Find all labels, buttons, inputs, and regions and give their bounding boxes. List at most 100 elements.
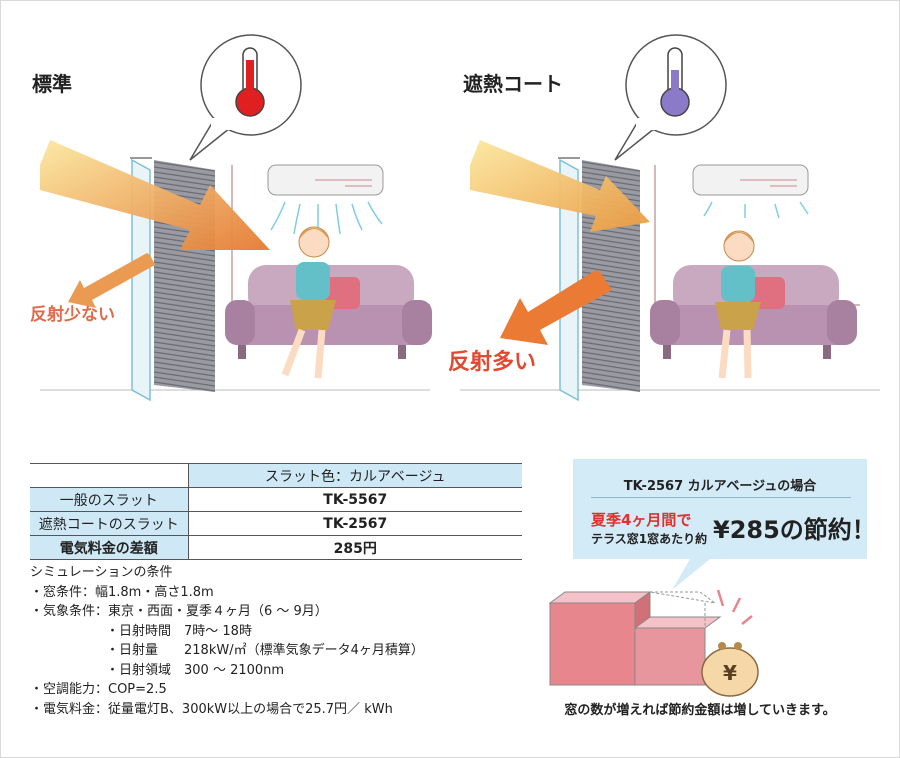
slat-line xyxy=(153,161,216,172)
slat-line xyxy=(581,316,641,327)
slat-line xyxy=(581,311,641,322)
row-label: 一般のスラット xyxy=(30,487,189,512)
slat-line xyxy=(581,321,641,332)
callout-divider xyxy=(591,497,851,498)
slat-line xyxy=(581,346,641,357)
slat-line xyxy=(153,306,216,317)
callout-per-window: テラス窓1窓あたり約 xyxy=(591,532,708,546)
row-label: 電気料金の差額 xyxy=(30,535,189,560)
slat-line xyxy=(153,266,216,277)
sparkle-lines xyxy=(716,589,753,625)
slat-line xyxy=(153,311,216,322)
slat-line xyxy=(153,256,216,267)
slat-line xyxy=(153,166,216,177)
cold-air-left xyxy=(270,201,383,236)
left-scene xyxy=(40,34,432,402)
slat-line xyxy=(581,341,641,352)
savings-callout: TK-2567 カルアベージュの場合 夏季4ヶ月間で テラス窓1窓あたり約 ¥2… xyxy=(573,459,876,559)
slat-line xyxy=(581,376,641,387)
slat-line xyxy=(153,251,216,262)
slat-line xyxy=(153,286,216,297)
slat-line xyxy=(153,346,216,357)
slat-line xyxy=(581,256,641,267)
stacked-boxes xyxy=(548,591,722,686)
condition-line: ・電気料金：従量電灯B、300kW以上の場合で25.7円／ kWh xyxy=(30,701,393,717)
condition-line: シミュレーションの条件 xyxy=(30,565,173,580)
slat-line xyxy=(581,361,641,372)
slat-line xyxy=(153,336,216,347)
slat-line xyxy=(153,321,216,332)
table-row: 電気料金の差額 285円 xyxy=(30,535,522,560)
slat-line xyxy=(153,376,216,387)
slat-line xyxy=(581,166,641,177)
condition-line: ・空調能力：COP=2.5 xyxy=(30,682,167,697)
standard-title: 標準 xyxy=(32,72,72,96)
slat-line xyxy=(153,366,216,377)
slat-line xyxy=(153,261,216,272)
slat-line xyxy=(153,176,216,187)
slat-line xyxy=(581,231,641,242)
slat-line xyxy=(581,161,641,172)
slat-line xyxy=(581,326,641,337)
footer-note: 窓の数が増えれば節約金額は増していきます。 xyxy=(564,703,836,718)
callout-tail xyxy=(672,559,710,590)
slat-line xyxy=(153,281,216,292)
simulation-conditions: シミュレーションの条件 ・窓条件：幅1.8m・高さ1.8m ・気象条件：東京・西… xyxy=(30,563,424,719)
slat-line xyxy=(581,171,641,182)
slat-line xyxy=(153,271,216,282)
comparison-table: スラット色：カルアベージュ 一般のスラット TK-5567 遮熱コートのスラット… xyxy=(30,463,522,560)
slat-line xyxy=(153,371,216,382)
condition-line: ・日射量 218kW/㎡（標準気象データ4ヶ月積算） xyxy=(106,643,424,658)
slat-line xyxy=(581,251,641,262)
reflection-arrow-small xyxy=(68,253,155,308)
person-left xyxy=(281,226,336,379)
callout-period: 夏季4ヶ月間で xyxy=(591,511,692,529)
coin-symbol: ¥ xyxy=(723,661,737,685)
slat-line xyxy=(581,336,641,347)
slat-line xyxy=(581,366,641,377)
condition-line: ・窓条件：幅1.8m・高さ1.8m xyxy=(30,584,214,600)
slat-line xyxy=(581,301,641,312)
slat-line xyxy=(581,306,641,317)
coin-purse-icon: ¥ xyxy=(701,642,759,697)
slat-line xyxy=(581,381,641,392)
row-value: 285円 xyxy=(188,535,522,560)
slat-line xyxy=(153,351,216,362)
reflection-label-small: 反射少ない xyxy=(30,305,115,325)
thermometer-hot-icon xyxy=(235,47,265,117)
heat-shield-title: 遮熱コート xyxy=(463,72,563,96)
slat-line xyxy=(153,181,216,192)
slat-line xyxy=(581,246,641,257)
thermometer-cool-icon xyxy=(660,47,690,117)
reflection-label-big: 反射多い xyxy=(448,350,537,375)
table-header-row: スラット色：カルアベージュ xyxy=(30,463,522,488)
slat-line xyxy=(153,316,216,327)
right-scene xyxy=(460,34,880,402)
row-value: TK-5567 xyxy=(188,487,522,512)
callout-savings: ¥285の節約！ xyxy=(713,516,876,544)
slat-line xyxy=(153,171,216,182)
slat-line xyxy=(581,236,641,247)
slat-line xyxy=(153,361,216,372)
slat-line xyxy=(581,241,641,252)
person-right xyxy=(715,230,761,379)
table-row: 一般のスラット TK-5567 xyxy=(30,487,522,512)
slat-line xyxy=(581,356,641,367)
sofa-right xyxy=(650,265,857,359)
table-row: 遮熱コートのスラット TK-2567 xyxy=(30,511,522,536)
condition-line: ・日射領域 300 ～ 2100nm xyxy=(106,662,285,678)
slat-line xyxy=(153,301,216,312)
slat-line xyxy=(581,331,641,342)
slat-line xyxy=(153,331,216,342)
slat-line xyxy=(153,276,216,287)
illustration xyxy=(40,34,880,402)
slat-line xyxy=(153,246,216,257)
window-glass xyxy=(131,158,151,402)
sun-beam-arrow-right xyxy=(470,140,650,232)
table-corner-cell xyxy=(30,463,189,488)
condition-line: ・気象条件：東京・西面・夏季４ヶ月（6 ～ 9月） xyxy=(30,604,328,619)
slat-line xyxy=(153,326,216,337)
slat-line xyxy=(581,371,641,382)
sofa-left xyxy=(225,265,432,359)
cold-air-right xyxy=(703,201,809,219)
